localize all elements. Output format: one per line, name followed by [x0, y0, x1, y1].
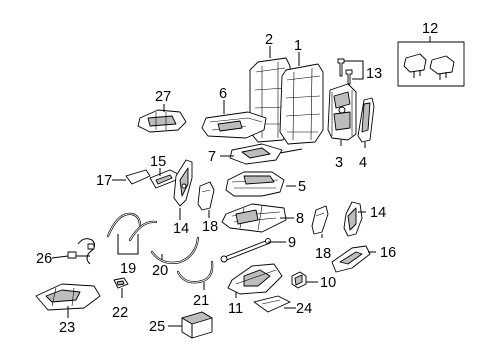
part-10-clip [291, 271, 307, 289]
callout-2: 2 [265, 32, 273, 48]
callout-9: 9 [288, 235, 296, 251]
part-1-seat-back-right [279, 63, 324, 145]
callout-26: 26 [36, 251, 52, 267]
callout-12: 12 [422, 21, 438, 37]
callout-7: 7 [208, 149, 216, 165]
callout-13: 13 [366, 66, 382, 82]
part-8-seat-base [221, 203, 287, 233]
part-6-seat-cushion [201, 111, 267, 139]
callout-14a: 14 [173, 221, 189, 237]
callout-6: 6 [219, 86, 227, 102]
part-5-seat-cushion [225, 171, 285, 197]
part-3-seat-frame [327, 83, 357, 141]
part-25-box [181, 311, 213, 339]
callout-20: 20 [152, 263, 168, 279]
leader-lines [51, 36, 431, 327]
part-18-shield-right [311, 205, 329, 235]
callout-18a: 18 [202, 219, 218, 235]
part-4-side-trim [357, 97, 375, 143]
callout-27: 27 [155, 89, 171, 105]
callout-18b: 18 [315, 246, 331, 262]
part-19-cables [106, 212, 158, 242]
callout-24: 24 [296, 301, 312, 317]
part-24-tray [253, 295, 291, 313]
callout-4: 4 [359, 155, 367, 171]
callout-1: 1 [294, 38, 302, 54]
part-17-lever [125, 169, 151, 185]
callout-22: 22 [112, 305, 128, 321]
callout-3: 3 [335, 155, 343, 171]
callout-19: 19 [120, 261, 136, 277]
callout-8: 8 [296, 211, 304, 227]
part-20-cable [150, 236, 200, 264]
part-16-bracket [331, 245, 371, 273]
part-7-pan [229, 143, 303, 165]
callout-17: 17 [96, 173, 112, 189]
part-11-riser [227, 263, 283, 295]
callout-23: 23 [59, 320, 75, 336]
part-14-bracket-right [343, 201, 363, 237]
callout-21: 21 [193, 293, 209, 309]
part-9-rod [220, 238, 271, 263]
part-12-headrests [397, 41, 465, 87]
callout-25: 25 [149, 319, 165, 335]
callout-16: 16 [380, 245, 396, 261]
callout-14b: 14 [370, 205, 386, 221]
callout-labels: 2 1 12 13 27 6 7 15 3 4 17 5 14 8 14 18 … [36, 21, 438, 336]
part-18-shield-left [197, 181, 215, 211]
callout-10: 10 [320, 275, 336, 291]
part-23-base-tray [35, 283, 101, 311]
part-21-cable [176, 260, 214, 284]
callout-5: 5 [298, 179, 306, 195]
part-15-handle [149, 169, 179, 189]
part-27-cover [137, 109, 187, 133]
callout-15: 15 [150, 154, 166, 170]
part-26-harness [67, 238, 96, 265]
part-13-bolts [337, 58, 353, 85]
callout-11: 11 [228, 301, 243, 317]
part-22-connector [113, 277, 129, 289]
part-14-bracket-left [173, 159, 193, 207]
